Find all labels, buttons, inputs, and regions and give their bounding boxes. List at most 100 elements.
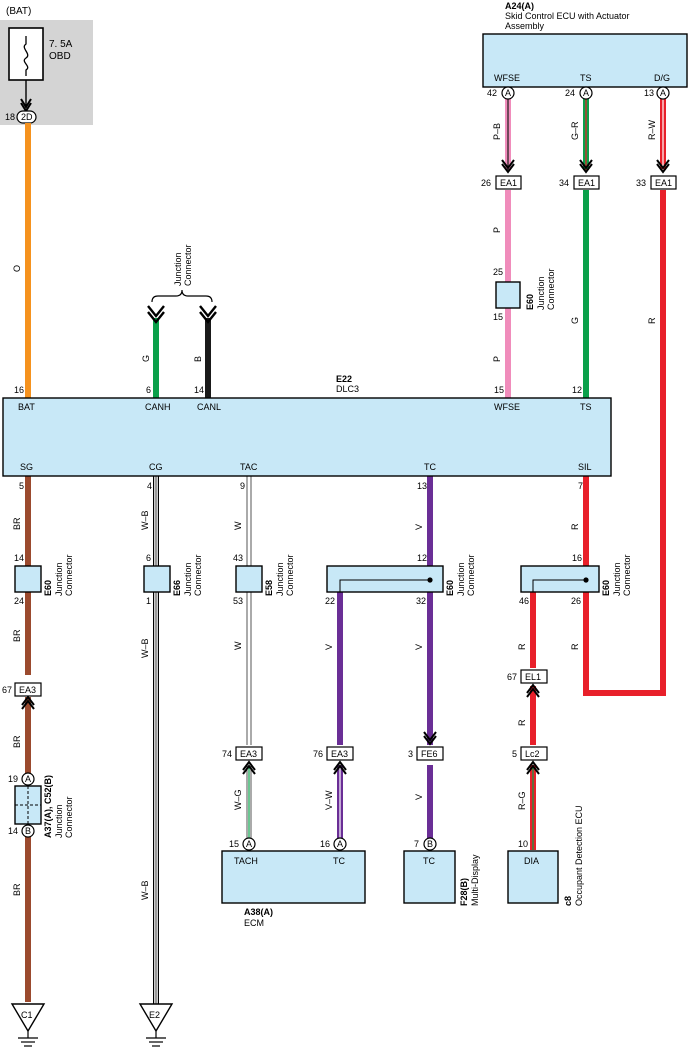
svg-text:A: A xyxy=(583,88,589,98)
connector-2d-label: 2D xyxy=(21,112,33,122)
wires xyxy=(25,99,666,1004)
svg-text:E60: E60 xyxy=(525,294,535,310)
svg-text:46: 46 xyxy=(519,596,529,606)
svg-text:67: 67 xyxy=(507,672,517,682)
svg-text:26: 26 xyxy=(481,178,491,188)
svg-text:TC: TC xyxy=(423,856,435,866)
fuse-panel: (BAT) 7. 5A OBD 2D 18 xyxy=(0,6,93,125)
svg-text:7: 7 xyxy=(414,839,419,849)
svg-text:Junction: Junction xyxy=(183,562,193,596)
svg-text:13: 13 xyxy=(417,481,427,491)
svg-text:14: 14 xyxy=(8,826,18,836)
svg-text:FE6: FE6 xyxy=(421,749,438,759)
svg-text:53: 53 xyxy=(233,596,243,606)
svg-text:EA3: EA3 xyxy=(331,749,348,759)
svg-text:P–B: P–B xyxy=(492,123,502,140)
svg-text:Lc2: Lc2 xyxy=(525,749,540,759)
svg-text:W: W xyxy=(233,521,243,530)
svg-text:V: V xyxy=(414,794,424,800)
svg-text:BR: BR xyxy=(12,517,22,530)
svg-text:E2: E2 xyxy=(149,1010,160,1020)
can-junction-connector: Junction Connector xyxy=(147,244,217,324)
svg-text:E60: E60 xyxy=(601,580,611,596)
occupant-detection-ecu: 10 DIA c8 Occupant Detection ECU xyxy=(507,805,584,906)
svg-text:EA1: EA1 xyxy=(500,178,517,188)
svg-text:Junction: Junction xyxy=(612,562,622,596)
connector-fe6: FE6 3 xyxy=(408,731,444,761)
connector-ea3-tach: EA3 74 xyxy=(222,746,263,775)
svg-text:A: A xyxy=(25,774,31,784)
svg-text:5: 5 xyxy=(512,749,517,759)
svg-text:EA3: EA3 xyxy=(240,749,257,759)
svg-text:15: 15 xyxy=(229,839,239,849)
svg-text:43: 43 xyxy=(233,553,243,563)
svg-text:W: W xyxy=(233,641,243,650)
svg-text:34: 34 xyxy=(559,178,569,188)
svg-text:10: 10 xyxy=(518,839,528,849)
connector-ea3-tc: EA3 76 xyxy=(313,746,354,775)
svg-text:14: 14 xyxy=(14,553,24,563)
connector-ea3-sg: EA3 67 xyxy=(2,682,42,710)
skid-pin-ts: 24 xyxy=(565,88,575,98)
bat-label: (BAT) xyxy=(6,6,31,17)
svg-text:E60: E60 xyxy=(445,580,455,596)
dlc3-code: E22 xyxy=(336,374,352,384)
svg-text:V: V xyxy=(414,644,424,650)
ecm-name: ECM xyxy=(244,918,264,928)
svg-text:76: 76 xyxy=(313,749,323,759)
svg-text:16: 16 xyxy=(14,385,24,395)
svg-text:A: A xyxy=(246,839,252,849)
svg-text:EA1: EA1 xyxy=(578,178,595,188)
svg-text:4: 4 xyxy=(147,481,152,491)
svg-text:E58: E58 xyxy=(264,580,274,596)
svg-text:R: R xyxy=(517,643,527,650)
svg-text:CANH: CANH xyxy=(145,402,171,412)
svg-text:BR: BR xyxy=(12,735,22,748)
skid-term-dg: D/G xyxy=(654,73,670,83)
svg-text:7: 7 xyxy=(578,481,583,491)
svg-text:Multi-Display: Multi-Display xyxy=(470,854,480,906)
svg-text:24: 24 xyxy=(14,596,24,606)
skid-pin-dg: 13 xyxy=(644,88,654,98)
svg-text:Connector: Connector xyxy=(64,796,74,838)
svg-text:Junction: Junction xyxy=(54,562,64,596)
junction-e66-cg: 6 1 E66 Junction Connector xyxy=(143,553,203,606)
ecm-code: A38(A) xyxy=(244,907,273,917)
svg-text:Junction: Junction xyxy=(456,562,466,596)
svg-text:Junction: Junction xyxy=(54,804,64,838)
svg-text:G–R: G–R xyxy=(570,121,580,140)
svg-text:SG: SG xyxy=(20,462,33,472)
svg-text:V–W: V–W xyxy=(324,790,334,810)
svg-text:12: 12 xyxy=(417,553,427,563)
ea1-connectors: EA1 26 EA1 34 EA1 33 xyxy=(481,159,677,190)
svg-text:R: R xyxy=(647,317,657,324)
svg-text:G: G xyxy=(570,317,580,324)
svg-text:V: V xyxy=(414,524,424,530)
svg-text:Junction: Junction xyxy=(536,276,546,310)
svg-text:B: B xyxy=(427,839,433,849)
svg-text:BAT: BAT xyxy=(18,402,35,412)
svg-text:67: 67 xyxy=(2,685,12,695)
wire-color-labels: P–B G–R R–W P P G R O G B BR W–B W V R B… xyxy=(12,119,657,900)
svg-text:Junction: Junction xyxy=(275,562,285,596)
svg-text:15: 15 xyxy=(493,312,503,322)
svg-text:CG: CG xyxy=(149,462,163,472)
svg-text:EA3: EA3 xyxy=(19,685,36,695)
svg-text:c8: c8 xyxy=(563,896,573,906)
svg-text:TAC: TAC xyxy=(240,462,258,472)
connector-el1: EL1 67 xyxy=(507,669,548,698)
svg-text:6: 6 xyxy=(146,553,151,563)
svg-text:R: R xyxy=(570,523,580,530)
svg-text:DIA: DIA xyxy=(524,856,539,866)
svg-text:R: R xyxy=(517,719,527,726)
skid-ecu-code: A24(A) xyxy=(505,1,534,11)
svg-text:SIL: SIL xyxy=(578,462,592,472)
svg-text:B: B xyxy=(193,356,203,362)
svg-text:74: 74 xyxy=(222,749,232,759)
svg-text:W–G: W–G xyxy=(233,789,243,810)
svg-text:TC: TC xyxy=(333,856,345,866)
svg-text:P: P xyxy=(492,227,502,233)
fuse-name: OBD xyxy=(49,51,71,62)
svg-text:CANL: CANL xyxy=(197,402,221,412)
